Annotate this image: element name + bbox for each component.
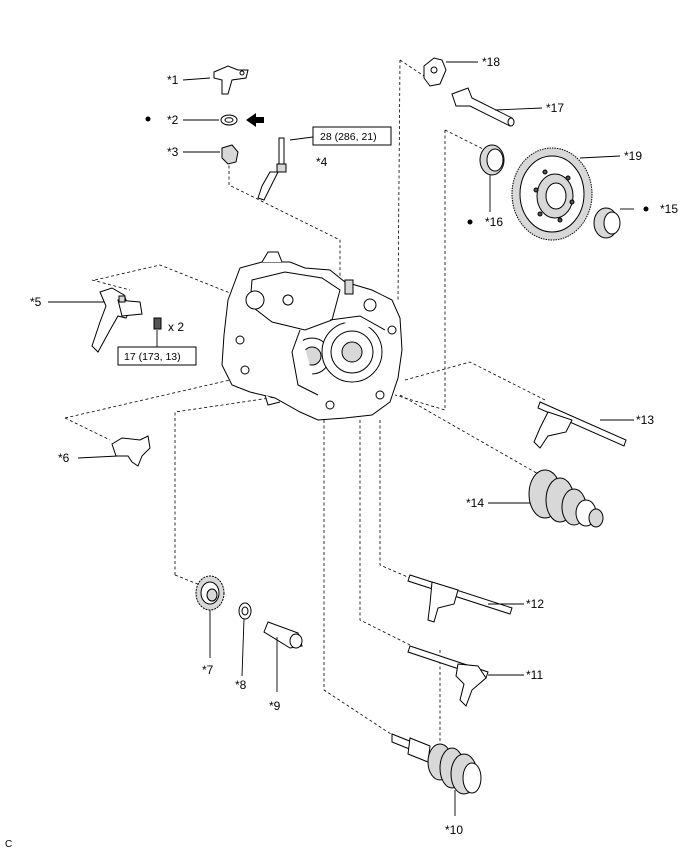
torque-box-5 (117, 346, 197, 366)
label-part-10: *10 (445, 823, 463, 837)
part-17: *17 (451, 87, 564, 127)
part-12: *12 (407, 574, 544, 623)
torque-value-5: 17 (173, 13) (124, 351, 181, 363)
part-1: *1 (167, 65, 249, 95)
installation-arrow-icon (246, 113, 264, 127)
transaxle-case (221, 251, 403, 421)
part-7: *7 (195, 575, 225, 677)
part-4: *4 28 (286, 21) (257, 126, 392, 201)
label-part-9: *9 (269, 699, 281, 713)
label-part-6: *6 (58, 451, 70, 465)
label-part-5: *5 (30, 295, 42, 309)
part-3: *3 (167, 144, 239, 165)
non-reusable-bullet-icon (467, 219, 473, 225)
label-part-2: *2 (167, 113, 179, 127)
part-14: *14 (466, 469, 604, 528)
part-11: *11 (407, 645, 543, 707)
label-part-13: *13 (636, 413, 654, 427)
label-part-7: *7 (202, 663, 214, 677)
assembly-lines (64, 59, 546, 760)
label-part-12: *12 (526, 597, 544, 611)
label-part-18: *18 (482, 55, 500, 69)
non-reusable-bullet-icon (643, 206, 649, 212)
label-part-11: *11 (526, 668, 543, 682)
quantity-part-5: x 2 (168, 320, 184, 334)
part-10: *10 (391, 733, 482, 837)
torque-box-4 (312, 126, 392, 146)
part-19: *19 (511, 147, 642, 241)
label-part-3: *3 (167, 145, 179, 159)
label-part-1: *1 (167, 73, 179, 87)
part-15: *15 (593, 202, 678, 239)
label-part-15: *15 (660, 202, 678, 216)
part-9: *9 (263, 621, 303, 713)
part-6: *6 (58, 435, 151, 467)
bolt-icon (153, 317, 162, 330)
part-18: *18 (423, 55, 500, 87)
label-part-17: *17 (546, 101, 564, 115)
direction-arrow-icon (257, 171, 279, 201)
part-2: *2 (145, 113, 264, 127)
figure-code: C (5, 839, 12, 850)
non-reusable-bullet-icon (145, 116, 151, 122)
part-8: *8 (235, 602, 252, 692)
torque-value-4: 28 (286, 21) (320, 131, 377, 143)
part-5: *5 x 2 17 (173, 13) (30, 287, 197, 366)
part-13: *13 (533, 401, 654, 449)
label-part-19: *19 (624, 149, 642, 163)
label-part-8: *8 (235, 678, 247, 692)
label-part-4: *4 (316, 155, 328, 169)
part-16: *16 (467, 144, 505, 229)
label-part-16: *16 (485, 215, 503, 229)
label-part-14: *14 (466, 496, 484, 510)
